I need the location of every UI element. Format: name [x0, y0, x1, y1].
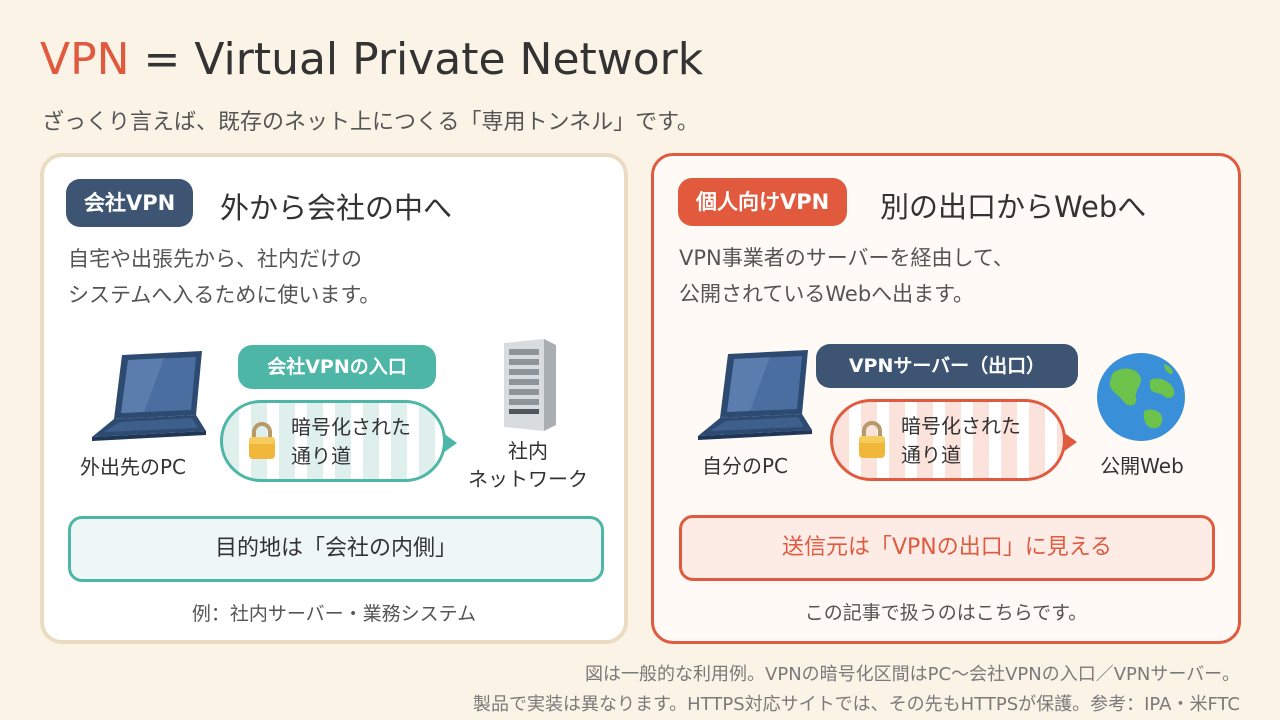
- destination-network-label: 社内 ネットワーク: [458, 437, 598, 493]
- lock-icon: [859, 421, 885, 458]
- globe-icon: [1097, 353, 1185, 441]
- title-rest: = Virtual Private Network: [129, 34, 704, 85]
- tunnel-label-line: 通り道: [291, 444, 351, 468]
- corporate-vpn-description: 自宅や出張先から、社内だけの システムへ入るために使います。: [68, 241, 380, 313]
- source-pc-label: 外出先のPC: [80, 455, 187, 479]
- corporate-vpn-panel: 会社VPN 外から会社の中へ 自宅や出張先から、社内だけの システムへ入るために…: [40, 153, 628, 644]
- description-line: 公開されているWebへ出ます。: [679, 282, 975, 306]
- footer-note: 製品で実装は異なります。HTTPS対応サイトでは、その先もHTTPSが保護。参考…: [472, 694, 1240, 715]
- corporate-vpn-heading: 外から会社の中へ: [220, 191, 453, 225]
- tunnel-label-line: 暗号化された: [901, 414, 1021, 438]
- page-title: VPN = Virtual Private Network: [40, 34, 703, 86]
- personal-vpn-result: 送信元は「VPNの出口」に見える: [679, 515, 1215, 581]
- lock-icon: [249, 422, 275, 459]
- laptop-icon: [698, 350, 812, 440]
- public-web-label: 公開Web: [1100, 454, 1184, 478]
- tunnel-arrow-icon: [1063, 432, 1077, 452]
- destination-label-line: 社内: [508, 439, 548, 463]
- description-line: システムへ入るために使います。: [68, 283, 381, 307]
- destination-label-line: ネットワーク: [468, 467, 588, 491]
- personal-vpn-tag: 個人向けVPN: [678, 178, 848, 226]
- laptop-icon: [92, 351, 206, 441]
- tunnel-label: 暗号化された 通り道: [291, 413, 411, 471]
- page-subtitle: ざっくり言えば、既存のネット上につくる「専用トンネル」です。: [42, 110, 699, 135]
- tunnel-label-line: 通り道: [901, 443, 961, 467]
- corporate-vpn-tag: 会社VPN: [66, 179, 194, 227]
- encrypted-tunnel: 暗号化された 通り道: [220, 400, 457, 482]
- footer-note: 図は一般的な利用例。VPNの暗号化区間はPC〜会社VPNの入口／VPNサーバー。: [585, 664, 1240, 685]
- personal-vpn-panel: 個人向けVPN 別の出口からWebへ VPN事業者のサーバーを経由して、 公開さ…: [651, 153, 1241, 644]
- corporate-vpn-note: 例：社内サーバー・業務システム: [191, 603, 477, 625]
- personal-vpn-description: VPN事業者のサーバーを経由して、 公開されているWebへ出ます。: [679, 240, 1014, 312]
- tunnel-label-line: 暗号化された: [291, 415, 411, 439]
- corporate-vpn-result: 目的地は「会社の内側」: [68, 516, 604, 582]
- tunnel-label: 暗号化された 通り道: [901, 412, 1021, 470]
- personal-vpn-heading: 別の出口からWebへ: [880, 190, 1147, 224]
- server-icon: [504, 339, 556, 431]
- title-accent: VPN: [40, 34, 130, 85]
- description-line: VPN事業者のサーバーを経由して、: [679, 246, 1014, 270]
- personal-vpn-note: この記事で扱うのはこちらです。: [804, 602, 1088, 624]
- description-line: 自宅や出張先から、社内だけの: [68, 247, 362, 271]
- vpn-server-pill: VPNサーバー（出口）: [816, 344, 1078, 388]
- tunnel-arrow-icon: [443, 433, 457, 453]
- corporate-vpn-entry-pill: 会社VPNの入口: [238, 345, 436, 389]
- source-pc-label: 自分のPC: [702, 454, 789, 478]
- encrypted-tunnel: 暗号化された 通り道: [830, 399, 1077, 481]
